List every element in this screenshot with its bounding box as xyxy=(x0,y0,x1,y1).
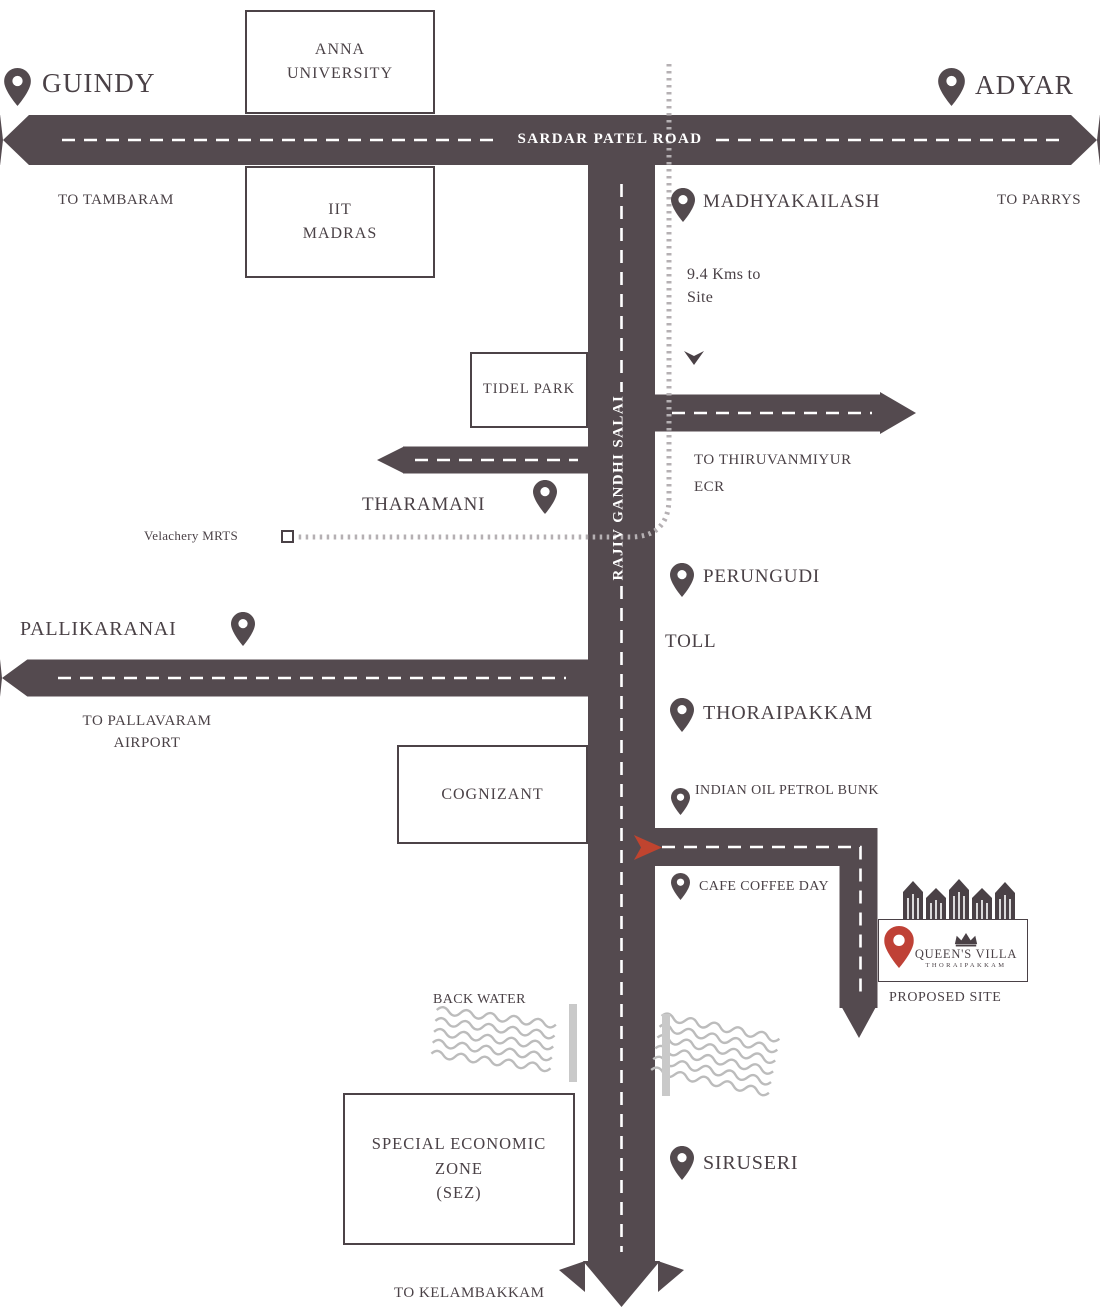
label-thoraipakkam: THORAIPAKKAM xyxy=(703,702,873,724)
label-guindy: GUINDY xyxy=(42,68,156,98)
location-pin-icon xyxy=(533,480,557,514)
location-pin-icon xyxy=(671,788,690,815)
road-center-dashes xyxy=(58,138,1062,1252)
label-adyar: ADYAR xyxy=(975,70,1075,100)
rajiv-gandhi-salai-label-wrap: RAJIV GANDHI SALAI xyxy=(610,394,633,581)
label-proposed-site: PROPOSED SITE xyxy=(889,990,1002,1005)
backwater-waves-left xyxy=(430,1006,557,1073)
bridge-mark-right xyxy=(662,1014,670,1096)
backwater-waves-right xyxy=(650,1012,781,1097)
road-end-tapers xyxy=(0,114,1100,697)
marker-proposed-site xyxy=(884,926,914,968)
velachery-mrts-station-marker xyxy=(281,530,294,543)
location-pin-icon xyxy=(884,926,914,968)
label-pallikaranai: PALLIKARANAI xyxy=(20,618,177,640)
label-toll: TOLL xyxy=(665,631,717,652)
label-perungudi: PERUNGUDI xyxy=(703,566,820,587)
marker-pallikaranai xyxy=(231,612,255,646)
location-pin-icon xyxy=(938,68,965,106)
location-pin-icon xyxy=(670,1146,694,1180)
label-indian-oil: INDIAN OIL PETROL BUNK xyxy=(695,783,879,798)
rajiv-gandhi-salai-label: RAJIV GANDHI SALAI xyxy=(610,394,627,581)
location-pin-icon xyxy=(670,563,694,597)
mrts-direction-arrow-icon xyxy=(684,351,704,365)
sez-box: SPECIAL ECONOMIC ZONE (SEZ) xyxy=(343,1093,575,1245)
location-pin-icon xyxy=(671,873,690,900)
marker-cafe-coffee-day xyxy=(671,873,690,900)
marker-thoraipakkam xyxy=(670,698,694,732)
site-turn-arrow-icon xyxy=(634,835,662,860)
marker-adyar xyxy=(938,68,965,106)
label-siruseri: SIRUSERI xyxy=(703,1152,799,1174)
label-to-pallavaram-airport: TO PALLAVARAM AIRPORT xyxy=(82,713,212,751)
label-ecr: ECR xyxy=(694,479,725,495)
iit-madras-box: IIT MADRAS xyxy=(245,166,435,278)
bridge-mark-left xyxy=(569,1004,577,1082)
brand-name: QUEEN'S VILLA xyxy=(914,947,1018,961)
marker-guindy xyxy=(4,68,31,106)
location-pin-icon xyxy=(671,188,695,222)
location-pin-icon xyxy=(670,698,694,732)
brand-subtitle: THORAIPAKKAM xyxy=(925,962,1007,969)
tidel-park-box: TIDEL PARK xyxy=(470,352,588,428)
label-madhyakailash: MADHYAKAILASH xyxy=(703,191,881,212)
location-pin-icon xyxy=(4,68,31,106)
anna-university-box: ANNA UNIVERSITY xyxy=(245,10,435,114)
marker-tharamani xyxy=(533,480,557,514)
mrts-rail-line xyxy=(281,64,672,543)
marker-madhyakailash xyxy=(671,188,695,222)
label-back-water: BACK WATER xyxy=(433,992,526,1007)
marker-perungudi xyxy=(670,563,694,597)
label-distance-to-site: 9.4 Kms to Site xyxy=(687,266,761,307)
cognizant-box: COGNIZANT xyxy=(397,745,588,844)
site-houses-icon xyxy=(903,879,1015,928)
marker-indian-oil xyxy=(671,788,690,815)
crown-icon xyxy=(953,932,979,947)
label-to-parrys: TO PARRYS xyxy=(997,192,1082,208)
location-pin-icon xyxy=(231,612,255,646)
label-velachery-mrts: Velachery MRTS xyxy=(144,528,239,543)
road-arrowheads xyxy=(377,392,916,1307)
label-to-thiruvanmiyur: TO THIRUVANMIYUR xyxy=(694,452,852,468)
label-to-tambaram: TO TAMBARAM xyxy=(58,192,174,208)
sardar-patel-road-label: SARDAR PATEL ROAD xyxy=(517,131,703,147)
label-tharamani: THARAMANI xyxy=(362,494,486,515)
label-cafe-coffee-day: CAFE COFFEE DAY xyxy=(699,879,829,894)
marker-siruseri xyxy=(670,1146,694,1180)
label-to-kelambakkam: TO KELAMBAKKAM xyxy=(394,1285,545,1301)
